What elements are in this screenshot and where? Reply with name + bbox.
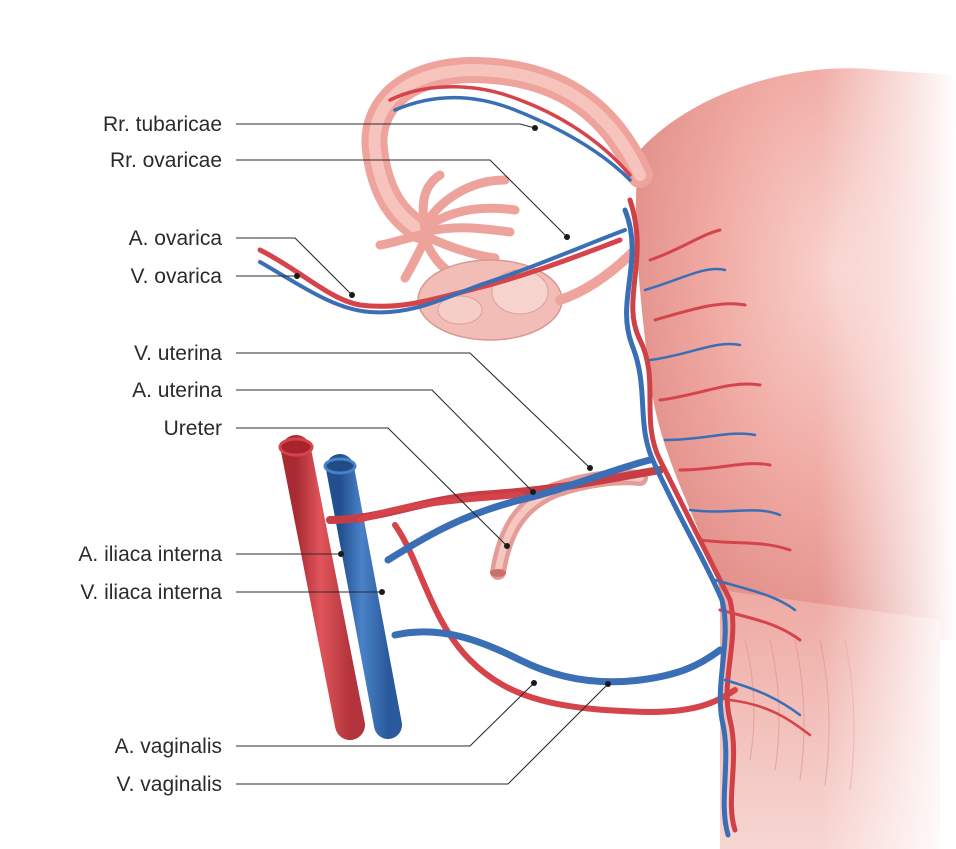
pointer-dot [532, 125, 538, 131]
leader-a-uterina [236, 389, 534, 493]
arteries [257, 85, 812, 833]
label-a-vaginalis: A. vaginalis [115, 735, 222, 758]
veins [258, 95, 802, 838]
pointer-dot [564, 234, 570, 240]
pointer-dot [294, 273, 300, 279]
leader-v-vaginalis [236, 683, 609, 785]
pointer-dot [349, 292, 355, 298]
label-v-vaginalis: V. vaginalis [117, 773, 222, 796]
labels: Rr. tubaricae Rr. ovaricae A. ovarica V.… [78, 113, 222, 796]
label-ureter: Ureter [164, 417, 222, 440]
label-rr-ovaricae: Rr. ovaricae [110, 149, 222, 172]
label-a-ovarica: A. ovarica [129, 227, 223, 250]
leader-ureter [236, 427, 508, 547]
label-a-iliaca-interna: A. iliaca interna [78, 543, 222, 566]
leader-a-ovarica [236, 237, 353, 296]
pointer-dot [605, 681, 611, 687]
leader-lines [236, 123, 611, 785]
pointer-dot [587, 465, 593, 471]
label-v-iliaca-interna: V. iliaca interna [80, 581, 222, 604]
uterus [635, 60, 956, 849]
leader-rr-tubaricae [236, 123, 536, 129]
label-rr-tubaricae: Rr. tubaricae [103, 113, 222, 136]
leader-rr-ovaricae [236, 159, 568, 238]
pointer-dot [530, 489, 536, 495]
label-v-uterina: V. uterina [134, 342, 222, 365]
pointer-dot [379, 589, 385, 595]
a-iliaca-interna-vessel [281, 435, 365, 740]
pointer-dot [531, 680, 537, 686]
leader-a-vaginalis [236, 682, 535, 747]
leader-v-uterina [236, 352, 591, 469]
fallopian-tube [361, 56, 653, 243]
iliac-vessels [278, 435, 402, 740]
label-v-ovarica: V. ovarica [131, 265, 223, 288]
pointer-dot [504, 543, 510, 549]
pointer-dot [338, 551, 344, 557]
label-a-uterina: A. uterina [132, 379, 222, 402]
v-iliaca-interna-vessel [326, 454, 402, 739]
